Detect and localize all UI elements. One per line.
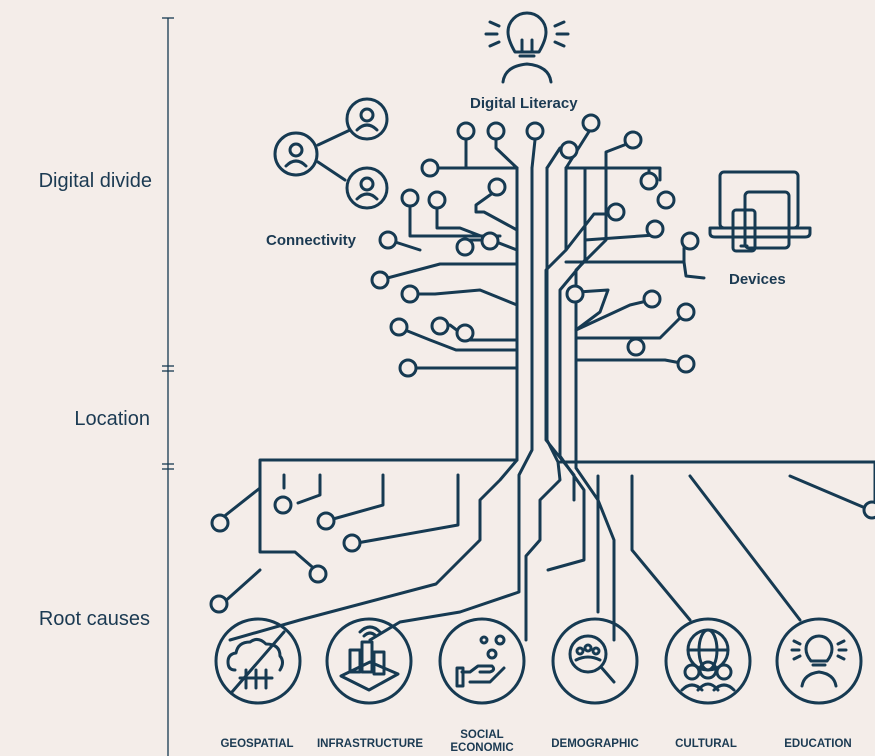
devices-icon (708, 170, 812, 253)
section-axis (162, 17, 174, 756)
root-cause-label-social: SOCIAL (460, 729, 503, 741)
root-branches (220, 458, 875, 622)
section-label-location: Location (74, 408, 150, 430)
section-label-root-causes: Root causes (39, 608, 150, 630)
root-cause-label-demographic: DEMOGRAPHIC (551, 738, 639, 750)
root-cause-label-cultural: CULTURAL (675, 738, 737, 750)
root-cause-label-geospatial: GEOSPATIAL (220, 738, 293, 750)
lightbulb-person-icon (484, 11, 570, 84)
root-cause-label-education: EDUCATION (784, 738, 852, 750)
tree-crown-nodes (370, 113, 700, 378)
root-cause-cultural (664, 617, 752, 705)
root-cause-geospatial (214, 617, 302, 705)
root-cause-label-economic: ECONOMIC (450, 742, 513, 754)
root-cause-label-infrastructure: INFRASTRUCTURE (317, 738, 423, 750)
root-nodes (209, 495, 875, 614)
section-label-digital-divide: Digital divide (39, 170, 152, 192)
root-cause-demographic (551, 617, 639, 705)
root-cause-infrastructure (325, 617, 413, 705)
devices-label: Devices (729, 271, 786, 288)
digital-literacy-label: Digital Literacy (470, 95, 578, 112)
network-users-icon (273, 97, 389, 210)
root-cause-social-economic (438, 617, 526, 705)
root-cause-education (775, 617, 863, 705)
connectivity-label: Connectivity (266, 232, 357, 249)
